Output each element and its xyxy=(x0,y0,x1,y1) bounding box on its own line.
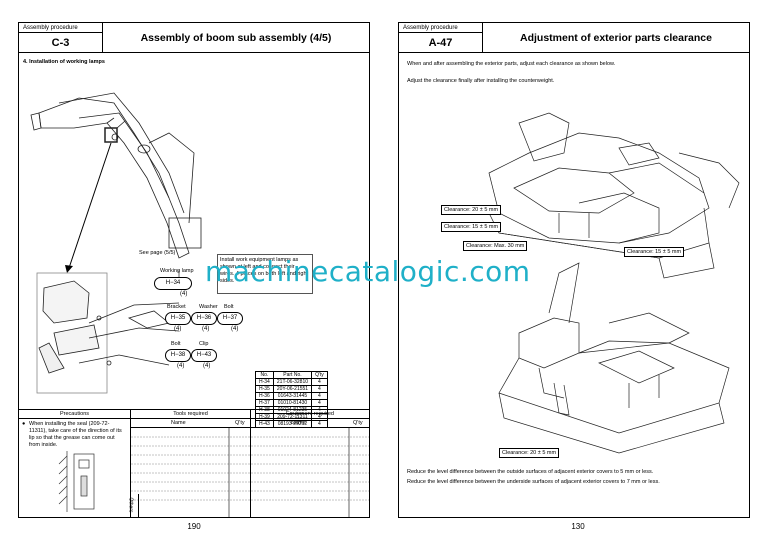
table-cell: H-34 xyxy=(255,378,274,386)
working-lamp-label: Working lamp xyxy=(160,268,194,274)
col-part-no: Part No. xyxy=(272,371,313,379)
qty: (4) xyxy=(202,326,210,332)
requirements-grid xyxy=(131,428,369,518)
tools-qty-col: Q'ty xyxy=(235,420,245,426)
clearance-label: Clearance: Max. 30 mm xyxy=(463,241,528,251)
see-page-note: See page (5/5) xyxy=(139,250,176,256)
others-label: Others xyxy=(127,497,134,513)
intro-text: When and after assembling the exterior p… xyxy=(407,61,616,67)
step-heading: 4. Installation of working lamps xyxy=(23,59,105,65)
qty: (4) xyxy=(180,291,188,297)
equipment-header: Equipment required xyxy=(251,410,369,419)
bolt2-label: Bolt xyxy=(171,341,181,347)
table-cell: H-35 xyxy=(255,385,274,393)
tools-header: Tools required xyxy=(131,410,250,419)
footer-note-1: Reduce the level difference between the … xyxy=(407,469,654,475)
table-cell: 4 xyxy=(311,385,328,393)
bracket-label: Bracket xyxy=(167,304,186,310)
clearance-label: Clearance: 15 ± 5 mm xyxy=(441,222,502,232)
tools-name-col: Name xyxy=(171,420,186,426)
col-qty: Q'ty xyxy=(311,371,328,379)
section-label: Assembly procedure xyxy=(19,23,103,33)
equipment-qty-col: Q'ty xyxy=(353,420,363,426)
col-no: No. xyxy=(255,371,274,379)
table-cell: 01643-31445 xyxy=(272,392,313,400)
table-cell: 4 xyxy=(311,399,328,407)
part-h38: H−38 xyxy=(165,349,191,362)
bolt-label: Bolt xyxy=(224,304,234,310)
precaution-text: When installing the seal (209-72-11311),… xyxy=(29,421,122,448)
part-h43: H−43 xyxy=(191,349,217,362)
table-cell: 20Y-06-21551 xyxy=(272,385,313,393)
excavator-illustration xyxy=(488,112,740,454)
part-h37: H−37 xyxy=(217,312,243,325)
qty: (4) xyxy=(231,326,239,332)
intro-text-2: Adjust the clearance finally after insta… xyxy=(407,78,555,84)
qty: (4) xyxy=(174,326,182,332)
part-h35: H−35 xyxy=(165,312,191,325)
part-h36: H−36 xyxy=(191,312,217,325)
table-cell: 01010-81430 xyxy=(272,399,313,407)
table-cell: 21T-06-32810 xyxy=(272,378,313,386)
procedure-code: C-3 xyxy=(19,33,103,53)
equipment-name-col: Name xyxy=(291,420,306,426)
page-title: Adjustment of exterior parts clearance xyxy=(520,32,712,44)
right-page-number: 130 xyxy=(571,522,585,531)
equipment-col: Equipment required Name Q'ty xyxy=(251,410,369,518)
tools-col: Tools required Name Q'ty xyxy=(131,410,251,518)
page-title: Assembly of boom sub assembly (4/5) xyxy=(140,32,332,44)
table-cell: 4 xyxy=(311,392,328,400)
clearance-label: Clearance: 20 ± 5 mm xyxy=(499,448,560,458)
section-label: Assembly procedure xyxy=(399,23,483,33)
install-note: Install work equipment lamps as shown at… xyxy=(217,254,313,294)
precautions-header: Precautions xyxy=(19,410,130,419)
right-page: Assembly procedure A-47 Adjustment of ex… xyxy=(398,22,750,518)
clearance-label: Clearance: 20 ± 5 mm xyxy=(441,205,502,215)
table-cell: 4 xyxy=(311,378,328,386)
requirements-section: Precautions ● When installing the seal (… xyxy=(19,409,369,518)
footer-note-2: Reduce the level difference between the … xyxy=(407,479,660,485)
qty: (4) xyxy=(203,363,211,369)
right-header: Assembly procedure A-47 Adjustment of ex… xyxy=(399,23,749,53)
left-header: Assembly procedure C-3 Assembly of boom … xyxy=(19,23,369,53)
watermark: machinecatalogic.com xyxy=(205,255,531,288)
bullet-icon: ● xyxy=(22,421,26,427)
left-page-number: 190 xyxy=(187,522,201,531)
clip-label: Clip xyxy=(199,341,209,347)
part-h34: H−34 xyxy=(154,277,192,290)
qty: (4) xyxy=(177,363,185,369)
seal-illustration xyxy=(58,451,95,512)
procedure-code: A-47 xyxy=(399,33,483,53)
washer-label: Washer xyxy=(199,304,218,310)
boom-illustration xyxy=(30,92,202,394)
table-cell: H-36 xyxy=(255,392,274,400)
table-cell: H-37 xyxy=(255,399,274,407)
left-page: Assembly procedure C-3 Assembly of boom … xyxy=(18,22,370,518)
precautions-col: Precautions ● When installing the seal (… xyxy=(19,410,131,518)
clearance-label: Clearance: 15 ± 5 mm xyxy=(624,247,685,257)
